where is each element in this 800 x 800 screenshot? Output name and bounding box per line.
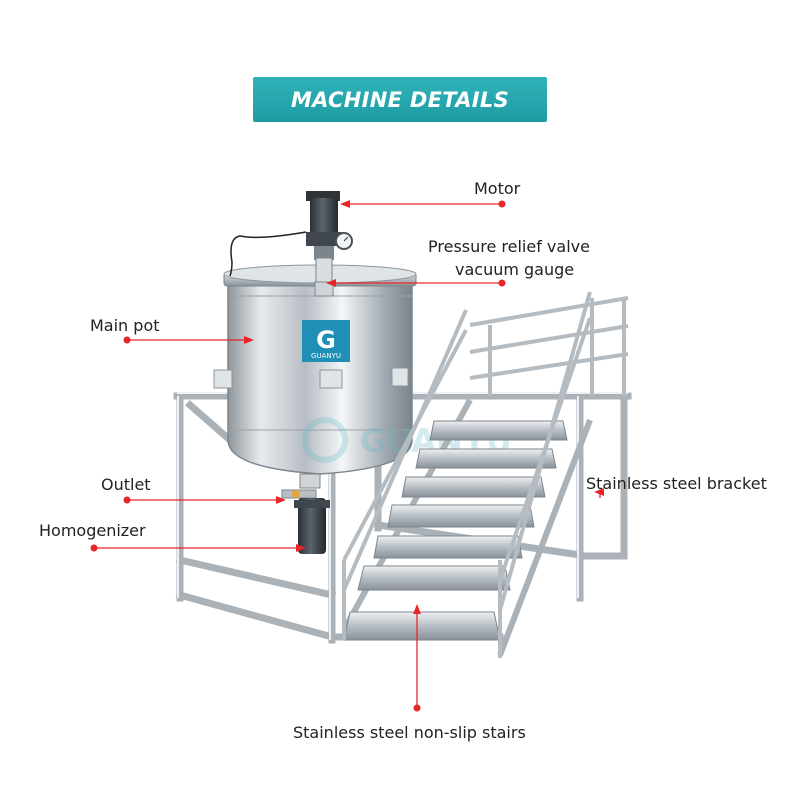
brand-logo: G GUANYU [302, 320, 350, 362]
outlet [281, 473, 321, 499]
label-vacuum-gauge: vacuum gauge [455, 260, 575, 279]
banner-title: MACHINE DETAILS [290, 87, 510, 112]
homogenizer [294, 498, 330, 554]
label-main-pot: Main pot [90, 316, 160, 335]
label-homogenizer: Homogenizer [39, 521, 146, 540]
motor [229, 191, 353, 297]
section-banner: MACHINE DETAILS [253, 77, 547, 122]
svg-text:G: G [316, 326, 336, 354]
logo-text: GUANYU [311, 352, 341, 360]
platform-railing [469, 296, 629, 396]
stairs [341, 291, 593, 658]
label-stainless-steel-stairs: Stainless steel non-slip stairs [293, 723, 526, 742]
main-pot [213, 264, 417, 475]
label-outlet: Outlet [101, 475, 151, 494]
label-pressure-relief-valve: Pressure relief valve [428, 237, 590, 256]
label-stainless-steel-bracket: Stainless steel bracket [586, 474, 767, 493]
label-motor: Motor [474, 179, 521, 198]
pointers [95, 203, 601, 706]
pointer-heads [90, 200, 604, 712]
